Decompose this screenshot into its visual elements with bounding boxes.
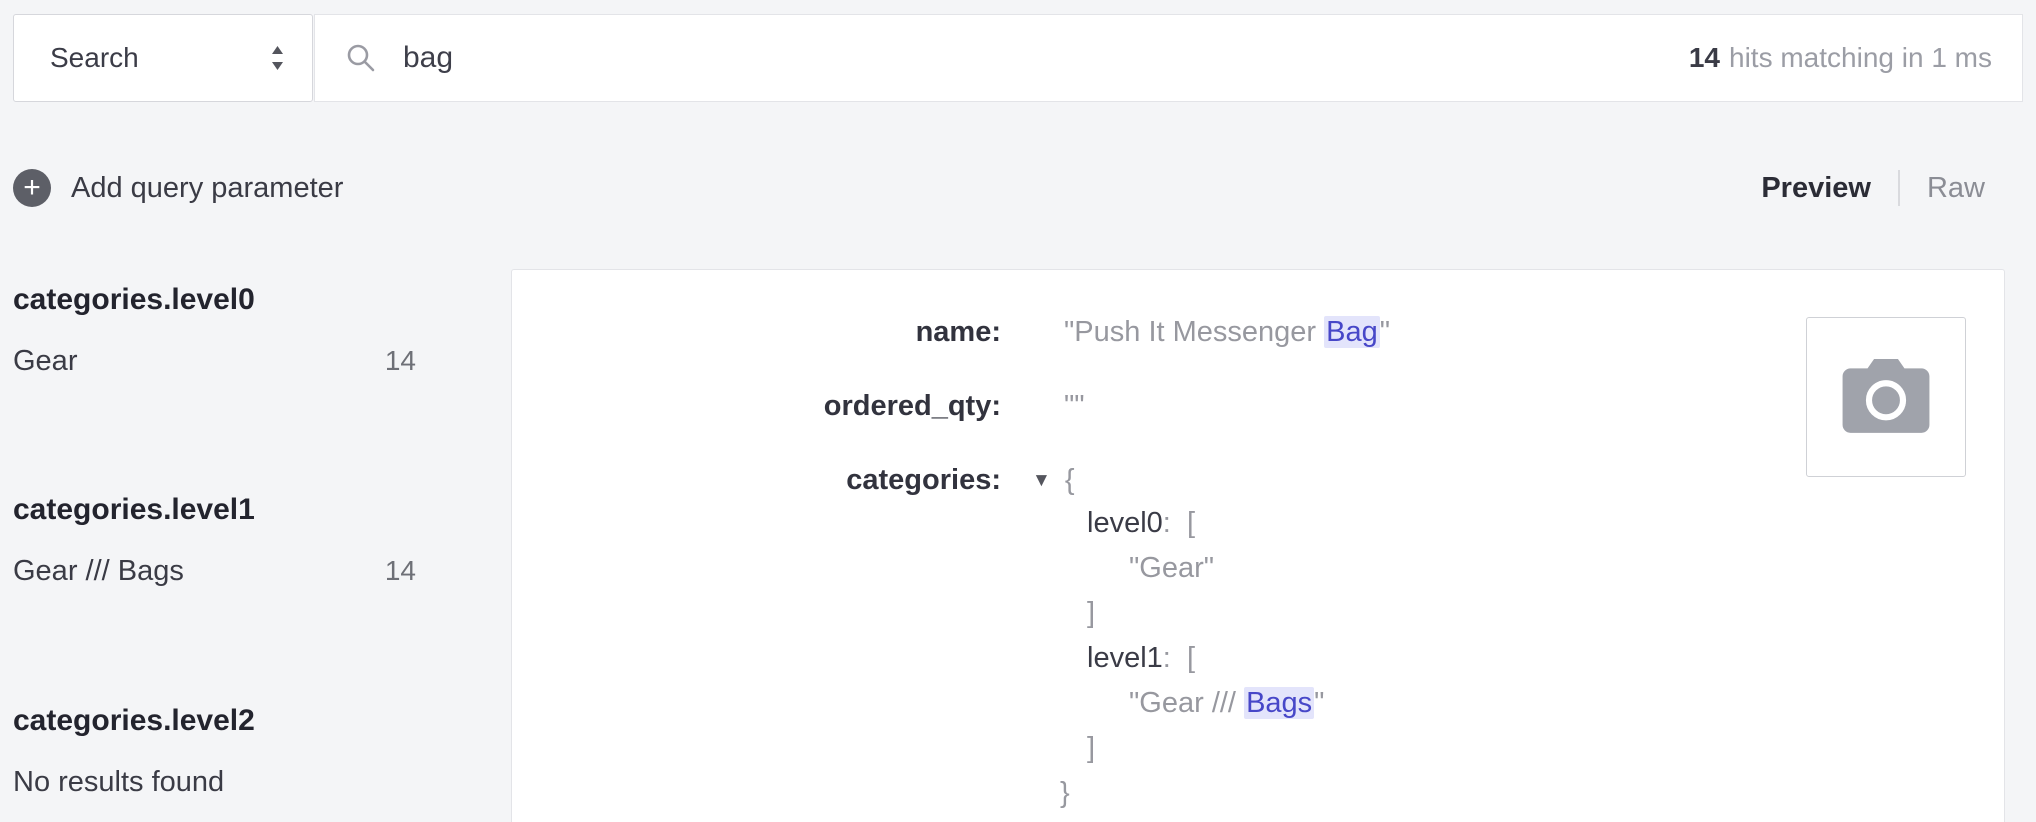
search-icon xyxy=(345,42,377,74)
facet-title: categories.level0 xyxy=(13,283,255,316)
json-line-level1-open: level1: [ xyxy=(1087,641,1195,675)
scope-select-value: Search xyxy=(50,42,139,73)
value-text: " xyxy=(1314,687,1325,719)
collapse-caret-icon[interactable]: ▼ xyxy=(1032,470,1051,491)
facet-item-label: Gear xyxy=(13,345,78,377)
value-text: "" xyxy=(1064,390,1085,422)
json-colon: : xyxy=(1162,507,1171,539)
field-value-name: "Push It Messenger Bag" xyxy=(1064,315,1390,349)
open-brace: { xyxy=(1064,464,1075,496)
view-toggle-divider xyxy=(1897,170,1900,206)
json-colon: : xyxy=(1162,642,1171,674)
close-bracket: ] xyxy=(1087,597,1096,629)
facet-item[interactable]: Gear /// Bags 14 xyxy=(13,554,416,588)
close-bracket: ] xyxy=(1087,732,1096,764)
camera-icon xyxy=(1842,359,1930,435)
field-label-categories: categories: xyxy=(846,464,1001,496)
field-value-categories: ▼{ xyxy=(1032,463,1075,498)
field-label-name: name: xyxy=(915,316,1001,348)
field-label-ordered-qty: ordered_qty: xyxy=(823,390,1001,422)
highlighted-term: Bag xyxy=(1324,316,1380,348)
search-box: 14 hits matching in 1 ms xyxy=(314,14,2023,102)
view-toggle: Preview Raw xyxy=(1761,163,1985,213)
facets-sidebar: categories.level0 Gear 14 categories.lev… xyxy=(13,0,416,822)
json-line-level0-close: ] xyxy=(1087,596,1095,630)
open-bracket: [ xyxy=(1186,507,1196,539)
close-brace: } xyxy=(1060,777,1070,809)
json-key: level0 xyxy=(1087,507,1163,539)
json-line-level1-value: "Gear /// Bags" xyxy=(1129,686,1324,720)
facet-group-categories-level1: categories.level1 Gear /// Bags 14 xyxy=(13,492,416,588)
image-placeholder xyxy=(1806,317,1966,477)
value-text: "Gear" xyxy=(1129,552,1215,584)
select-updown-icon xyxy=(269,42,286,74)
hits-count: 14 xyxy=(1688,42,1720,73)
facet-empty-message: No results found xyxy=(13,766,225,798)
facet-item-label: Gear /// Bags xyxy=(13,555,184,587)
tab-raw[interactable]: Raw xyxy=(1926,171,1985,204)
search-input[interactable] xyxy=(377,41,1689,75)
json-key: level1 xyxy=(1087,642,1163,674)
highlighted-term: Bags xyxy=(1244,687,1315,719)
facet-item[interactable]: Gear 14 xyxy=(13,344,416,378)
facet-item-count: 14 xyxy=(384,345,416,376)
json-line-level1-close: ] xyxy=(1087,731,1095,765)
hits-text: hits matching in 1 ms xyxy=(1729,42,1992,73)
facet-group-categories-level2: categories.level2 No results found xyxy=(13,703,416,799)
value-text: "Push It Messenger xyxy=(1064,316,1325,348)
search-scope-select[interactable]: Search xyxy=(13,14,313,102)
hit-card: name: "Push It Messenger Bag" ordered_qt… xyxy=(511,269,2005,822)
facet-title: categories.level1 xyxy=(13,493,255,526)
open-bracket: [ xyxy=(1186,642,1196,674)
plus-icon: + xyxy=(13,169,51,207)
value-text: "Gear /// xyxy=(1129,687,1245,719)
add-query-parameter-button[interactable]: + Add query parameter xyxy=(13,163,343,213)
tab-preview[interactable]: Preview xyxy=(1761,171,1871,204)
json-line-close-brace: } xyxy=(1060,776,1070,810)
search-stats: 14 hits matching in 1 ms xyxy=(1689,42,1992,74)
json-line-level0-value: "Gear" xyxy=(1129,551,1214,585)
value-text: " xyxy=(1379,316,1391,348)
facet-group-categories-level0: categories.level0 Gear 14 xyxy=(13,282,416,378)
add-query-parameter-label: Add query parameter xyxy=(71,171,344,204)
facet-title: categories.level2 xyxy=(13,704,255,737)
json-line-level0-open: level0: [ xyxy=(1087,506,1195,540)
facet-item-count: 14 xyxy=(384,555,416,586)
field-value-ordered-qty: "" xyxy=(1064,389,1085,423)
